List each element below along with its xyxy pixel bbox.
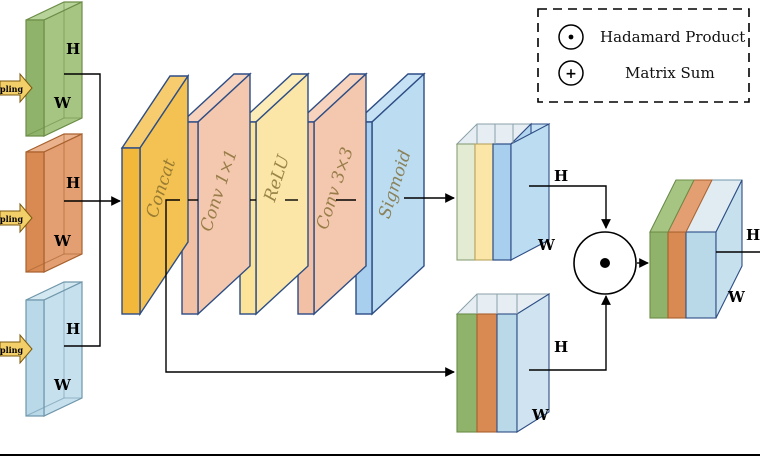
input-map-orange xyxy=(25,133,83,273)
upsampling-arrow-2: pling xyxy=(0,202,33,234)
legend-hadamard-label: Hadamard Product xyxy=(600,28,745,46)
input-connectors xyxy=(64,73,121,347)
input-blue-h-label: H xyxy=(66,320,80,338)
input-blue-w-label: W xyxy=(53,376,72,394)
concat-features-w-label: W xyxy=(531,406,550,424)
upsampling-tag-2: pling xyxy=(0,214,23,224)
weights-w-label: W xyxy=(537,236,556,254)
conv3x3-block xyxy=(296,72,368,316)
upsampling-arrow-1: pling xyxy=(0,72,33,104)
upsampling-tag-1: pling xyxy=(0,84,23,94)
weights-h-label: H xyxy=(554,167,568,185)
input-green-w-label: W xyxy=(53,94,72,112)
svg-text:+: + xyxy=(565,66,577,82)
concatenated-features-map xyxy=(455,293,551,433)
sigmoid-block xyxy=(354,72,426,316)
merge-connectors xyxy=(529,185,649,371)
input-map-blue xyxy=(25,281,83,417)
output-w-label: W xyxy=(727,288,746,306)
upsampling-arrow-3: pling xyxy=(0,333,33,365)
legend-sum-label: Matrix Sum xyxy=(625,64,715,82)
concat-block xyxy=(120,73,190,317)
concat-features-h-label: H xyxy=(554,338,568,356)
input-orange-w-label: W xyxy=(53,232,72,250)
input-map-green xyxy=(25,1,83,137)
attention-weights-map xyxy=(455,122,551,262)
legend: Hadamard Product + Matrix Sum xyxy=(537,8,750,103)
upsampling-tag-3: pling xyxy=(0,345,23,355)
matrix-sum-legend-icon xyxy=(558,60,584,86)
input-orange-h-label: H xyxy=(66,174,80,192)
output-h-label: H xyxy=(746,226,760,244)
output-feature-map xyxy=(649,179,743,319)
hadamard-product-node xyxy=(573,231,637,295)
pipeline-connectors xyxy=(165,193,455,377)
input-green-h-label: H xyxy=(66,40,80,58)
